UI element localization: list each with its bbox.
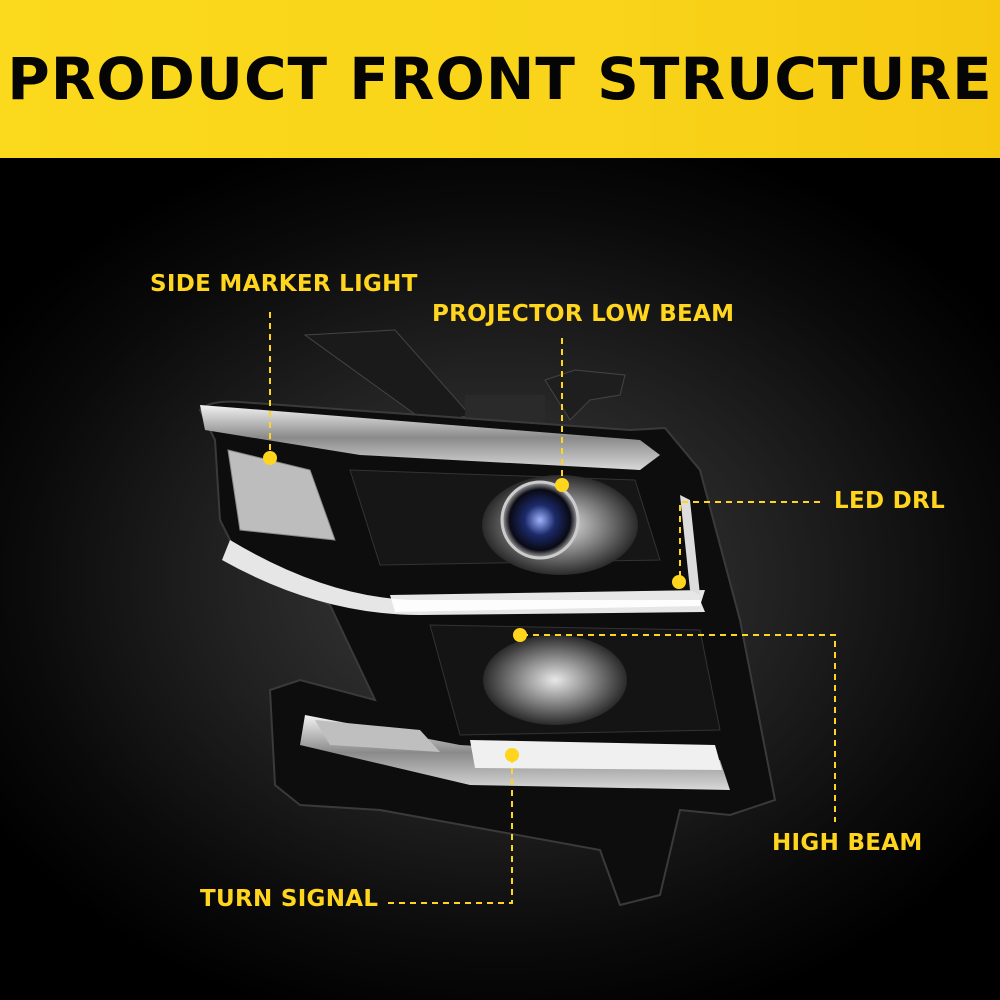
projector-lens <box>500 480 580 560</box>
callout-projector-low-beam: PROJECTOR LOW BEAM <box>432 301 735 327</box>
callout-led-drl: LED DRL <box>834 488 946 514</box>
side-marker-lens <box>227 449 336 541</box>
title-banner: PRODUCT FRONT STRUCTURE <box>0 0 1000 158</box>
callout-turn-signal: TURN SIGNAL <box>200 886 379 912</box>
high-beam-reflector <box>483 635 627 725</box>
leader-lines <box>269 312 836 904</box>
headlight-body <box>198 329 777 907</box>
turn-signal-lens <box>470 740 722 770</box>
callout-dots <box>263 451 686 762</box>
drl-strip <box>222 540 705 615</box>
callout-high-beam: HIGH BEAM <box>772 830 923 856</box>
callout-side-marker-light: SIDE MARKER LIGHT <box>150 271 418 297</box>
page-title: PRODUCT FRONT STRUCTURE <box>7 45 993 113</box>
